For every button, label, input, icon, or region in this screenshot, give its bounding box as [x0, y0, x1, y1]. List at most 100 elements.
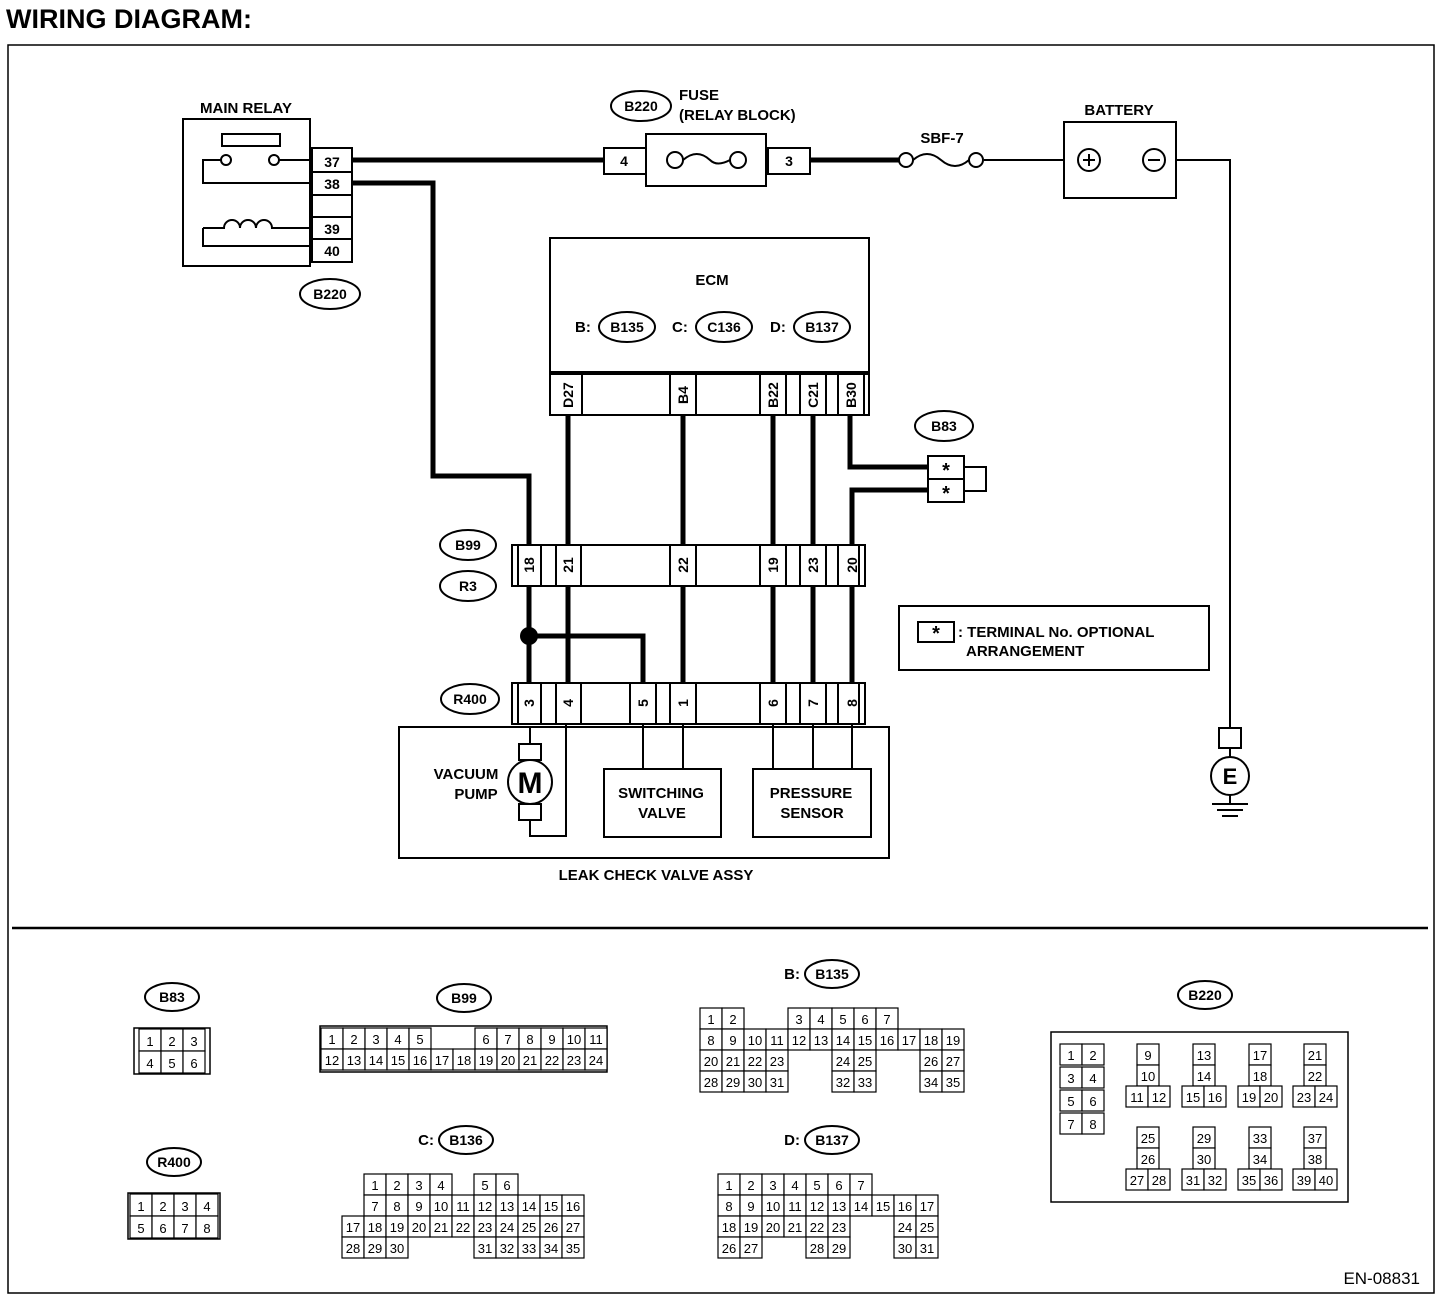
pin-number: 2	[159, 1199, 166, 1214]
connector-tag-label: B220	[624, 98, 658, 114]
r400-pin: 6	[765, 699, 781, 707]
pin-number: 2	[1089, 1048, 1096, 1063]
ecm-pin: B22	[765, 382, 781, 408]
pin-number: 28	[810, 1241, 824, 1256]
fuse	[603, 133, 811, 187]
pin-number: 19	[1242, 1090, 1256, 1105]
pin-number: 5	[481, 1178, 488, 1193]
pin-cell	[1259, 1085, 1283, 1108]
pin-number: 10	[1141, 1069, 1155, 1084]
fuse-label: FUSE	[679, 87, 719, 104]
pin-number: 12	[810, 1199, 824, 1214]
pin-cell	[1314, 1168, 1338, 1191]
pin-number: 31	[920, 1241, 934, 1256]
ecm-pin: D27	[560, 382, 576, 408]
wire-splice-5	[529, 633, 646, 683]
pin-number: 28	[704, 1075, 718, 1090]
pin-number: 27	[1130, 1173, 1144, 1188]
pin-number: 35	[1242, 1173, 1256, 1188]
pin-number: 19	[479, 1053, 493, 1068]
pin-number: 4	[791, 1178, 798, 1193]
pin-number: 22	[748, 1054, 762, 1069]
pin-number: 39	[1297, 1173, 1311, 1188]
pin-number: 13	[500, 1199, 514, 1214]
doc-code: EN-08831	[1343, 1269, 1420, 1288]
pin-number: 17	[346, 1220, 360, 1235]
pin-number: 18	[924, 1033, 938, 1048]
pin-number: 11	[788, 1199, 802, 1214]
battery	[1063, 121, 1177, 199]
pin-number: 40	[1319, 1173, 1333, 1188]
pin-number: 11	[589, 1032, 603, 1047]
pin-cell	[1081, 1066, 1105, 1089]
splice-dot	[520, 627, 538, 645]
connector-tag-label: B137	[805, 319, 839, 335]
connector-tag-label: B99	[451, 990, 477, 1006]
b99-pin: 23	[805, 557, 821, 573]
connector-tag	[793, 311, 851, 343]
pin-number: 17	[902, 1033, 916, 1048]
pin-number: 23	[478, 1220, 492, 1235]
pin-number: 1	[328, 1032, 335, 1047]
pin-number: 24	[836, 1054, 850, 1069]
pin-number: 4	[203, 1199, 210, 1214]
pin-number: 25	[1141, 1131, 1155, 1146]
pin-number: 6	[482, 1032, 489, 1047]
pin-number: 32	[1208, 1173, 1222, 1188]
pin-number: 19	[390, 1220, 404, 1235]
pin-number: 30	[390, 1241, 404, 1256]
fuse-pin: 4	[620, 153, 628, 169]
connector-tag-label: R400	[453, 691, 487, 707]
connector-tag	[438, 1125, 494, 1155]
pin-number: 10	[434, 1199, 448, 1214]
pin-number: 9	[729, 1033, 736, 1048]
pin-number: 14	[369, 1053, 383, 1068]
pin-number: 35	[946, 1075, 960, 1090]
pin-number: 2	[350, 1032, 357, 1047]
pin-number: 9	[747, 1199, 754, 1214]
pin-number: 8	[393, 1199, 400, 1214]
pin-number: 16	[413, 1053, 427, 1068]
page-title: WIRING DIAGRAM:	[6, 4, 252, 34]
pin-number: 20	[1264, 1090, 1278, 1105]
assy-label: LEAK CHECK VALVE ASSY	[559, 867, 754, 884]
pin-number: 9	[1144, 1048, 1151, 1063]
pin-cell	[915, 1236, 939, 1259]
pin-number: 4	[146, 1056, 153, 1071]
valve-label: VALVE	[638, 805, 686, 822]
diagram-frame	[7, 44, 1435, 1294]
wire-38-b99	[352, 180, 532, 545]
pin-number: 17	[435, 1053, 449, 1068]
pin-number: 16	[1208, 1090, 1222, 1105]
ecm-pin: B30	[843, 382, 859, 408]
pin-number: 3	[769, 1178, 776, 1193]
pin-number: 16	[566, 1199, 580, 1214]
pin-cell	[765, 1070, 789, 1093]
connector-tag-label: C136	[707, 319, 741, 335]
connector-housing	[133, 1027, 211, 1075]
pin-number: 13	[832, 1199, 846, 1214]
connector-tag-label: R400	[157, 1154, 191, 1170]
legend-symbol: *	[932, 623, 940, 645]
pin-cell	[1081, 1089, 1105, 1112]
fuse-label: (RELAY BLOCK)	[679, 107, 796, 124]
pin-number: 23	[1297, 1090, 1311, 1105]
pin-number: 4	[817, 1012, 824, 1027]
pin-number: 5	[416, 1032, 423, 1047]
pin-number: 33	[522, 1241, 536, 1256]
pin-number: 15	[876, 1199, 890, 1214]
connector-tag	[299, 278, 361, 310]
pin-number: 7	[504, 1032, 511, 1047]
pin-number: 30	[1197, 1152, 1211, 1167]
connector-tag-label: B135	[610, 319, 644, 335]
pin-number: 18	[722, 1220, 736, 1235]
pin-number: 13	[1197, 1048, 1211, 1063]
pin-cell	[1203, 1085, 1227, 1108]
sensor-label: SENSOR	[780, 805, 844, 822]
pin-number: 22	[1308, 1069, 1322, 1084]
pin-number: 21	[1308, 1048, 1322, 1063]
ecm-pin: C21	[805, 382, 821, 408]
connector-tag-label: B220	[1188, 987, 1222, 1003]
connector-tag-label: B99	[455, 537, 481, 553]
connector-tag	[804, 1125, 860, 1155]
